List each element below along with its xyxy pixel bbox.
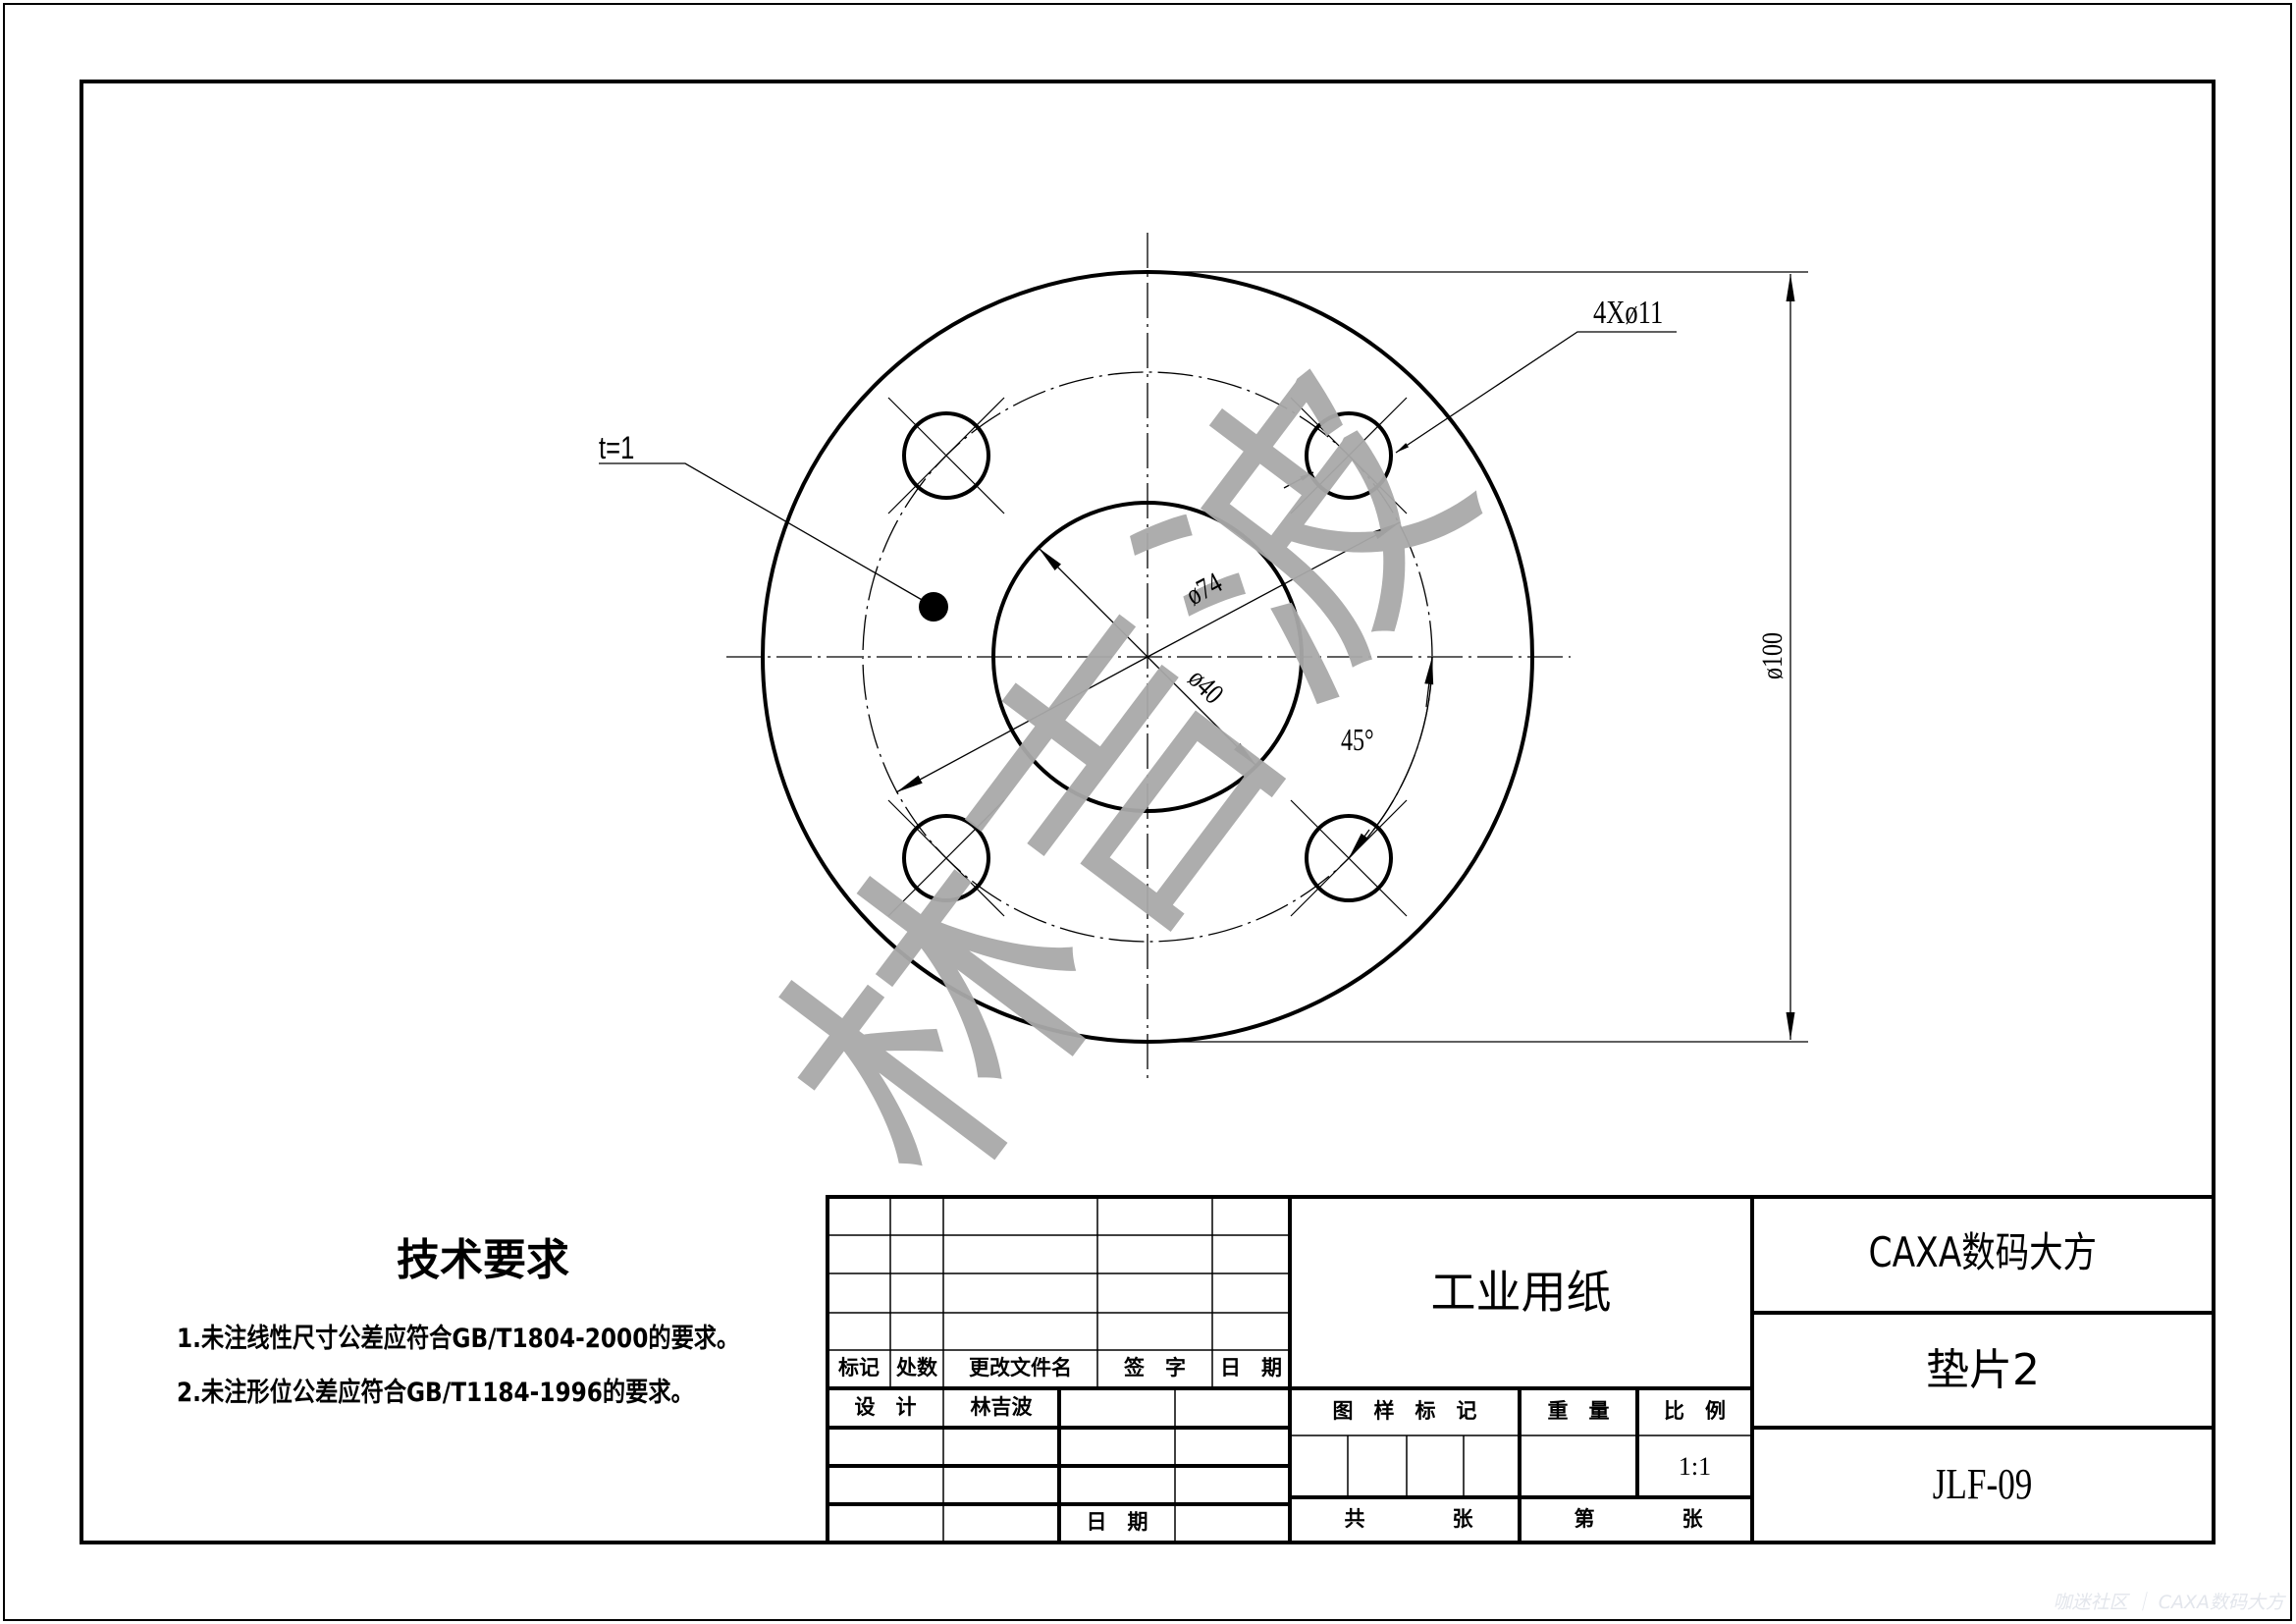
- dimension-lines: [599, 271, 1808, 1043]
- inner-bore: [991, 501, 1304, 813]
- title-block-grid: [826, 1195, 2216, 1544]
- tech-requirements-title: 技术要求: [397, 1235, 569, 1285]
- bolt-hole-tl: [902, 411, 990, 500]
- scale-label: 比 例: [1664, 1399, 1726, 1423]
- sheet-number-unit: 张: [1682, 1507, 1703, 1531]
- hole-callout-label: 4Xø11: [1593, 295, 1664, 331]
- stage-mark-label: 图 样 标 记: [1332, 1399, 1477, 1423]
- drawing-number: JLF-09: [1933, 1460, 2033, 1508]
- material-name: 工业用纸: [1430, 1266, 1612, 1319]
- bolt-hole-tr: [1305, 411, 1393, 500]
- approval-date-label: 日 期: [1086, 1510, 1148, 1534]
- tech-requirement-item-1: 1.未注线性尺寸公差应符合GB/T1804-2000的要求。: [177, 1324, 740, 1354]
- rev-header-mark: 标记: [838, 1356, 880, 1380]
- paper-border: [3, 3, 2292, 1621]
- weight-label: 重 量: [1547, 1399, 1610, 1423]
- total-sheets-label: 共: [1344, 1507, 1365, 1531]
- tech-requirement-item-2: 2.未注形位公差应符合GB/T1184-1996的要求。: [177, 1378, 694, 1408]
- sheet-number-label: 第: [1574, 1507, 1595, 1531]
- rev-header-count: 处数: [896, 1356, 937, 1380]
- rev-header-date: 日 期: [1220, 1356, 1282, 1380]
- design-label: 设 计: [854, 1395, 917, 1419]
- dim-outer-label: ø100: [1756, 632, 1789, 679]
- rev-header-signature: 签 字: [1124, 1356, 1186, 1380]
- part-name: 垫片2: [1926, 1345, 2040, 1395]
- bolt-hole-br: [1305, 814, 1393, 902]
- company-name: CAXA数码大方: [1868, 1228, 2098, 1276]
- thickness-label: t=1: [599, 430, 635, 465]
- total-sheets-unit: 张: [1452, 1507, 1473, 1531]
- scale-value: 1:1: [1678, 1452, 1712, 1481]
- rev-header-doc-name: 更改文件名: [969, 1356, 1072, 1380]
- bolt-hole-bl: [902, 814, 990, 902]
- site-watermark: 咖迷社区 ｜ CAXA数码大方: [2053, 1592, 2284, 1613]
- designer-name: 林吉波: [970, 1395, 1033, 1419]
- dim-angle-label: 45°: [1341, 722, 1374, 757]
- thickness-dot-marker: [919, 592, 948, 622]
